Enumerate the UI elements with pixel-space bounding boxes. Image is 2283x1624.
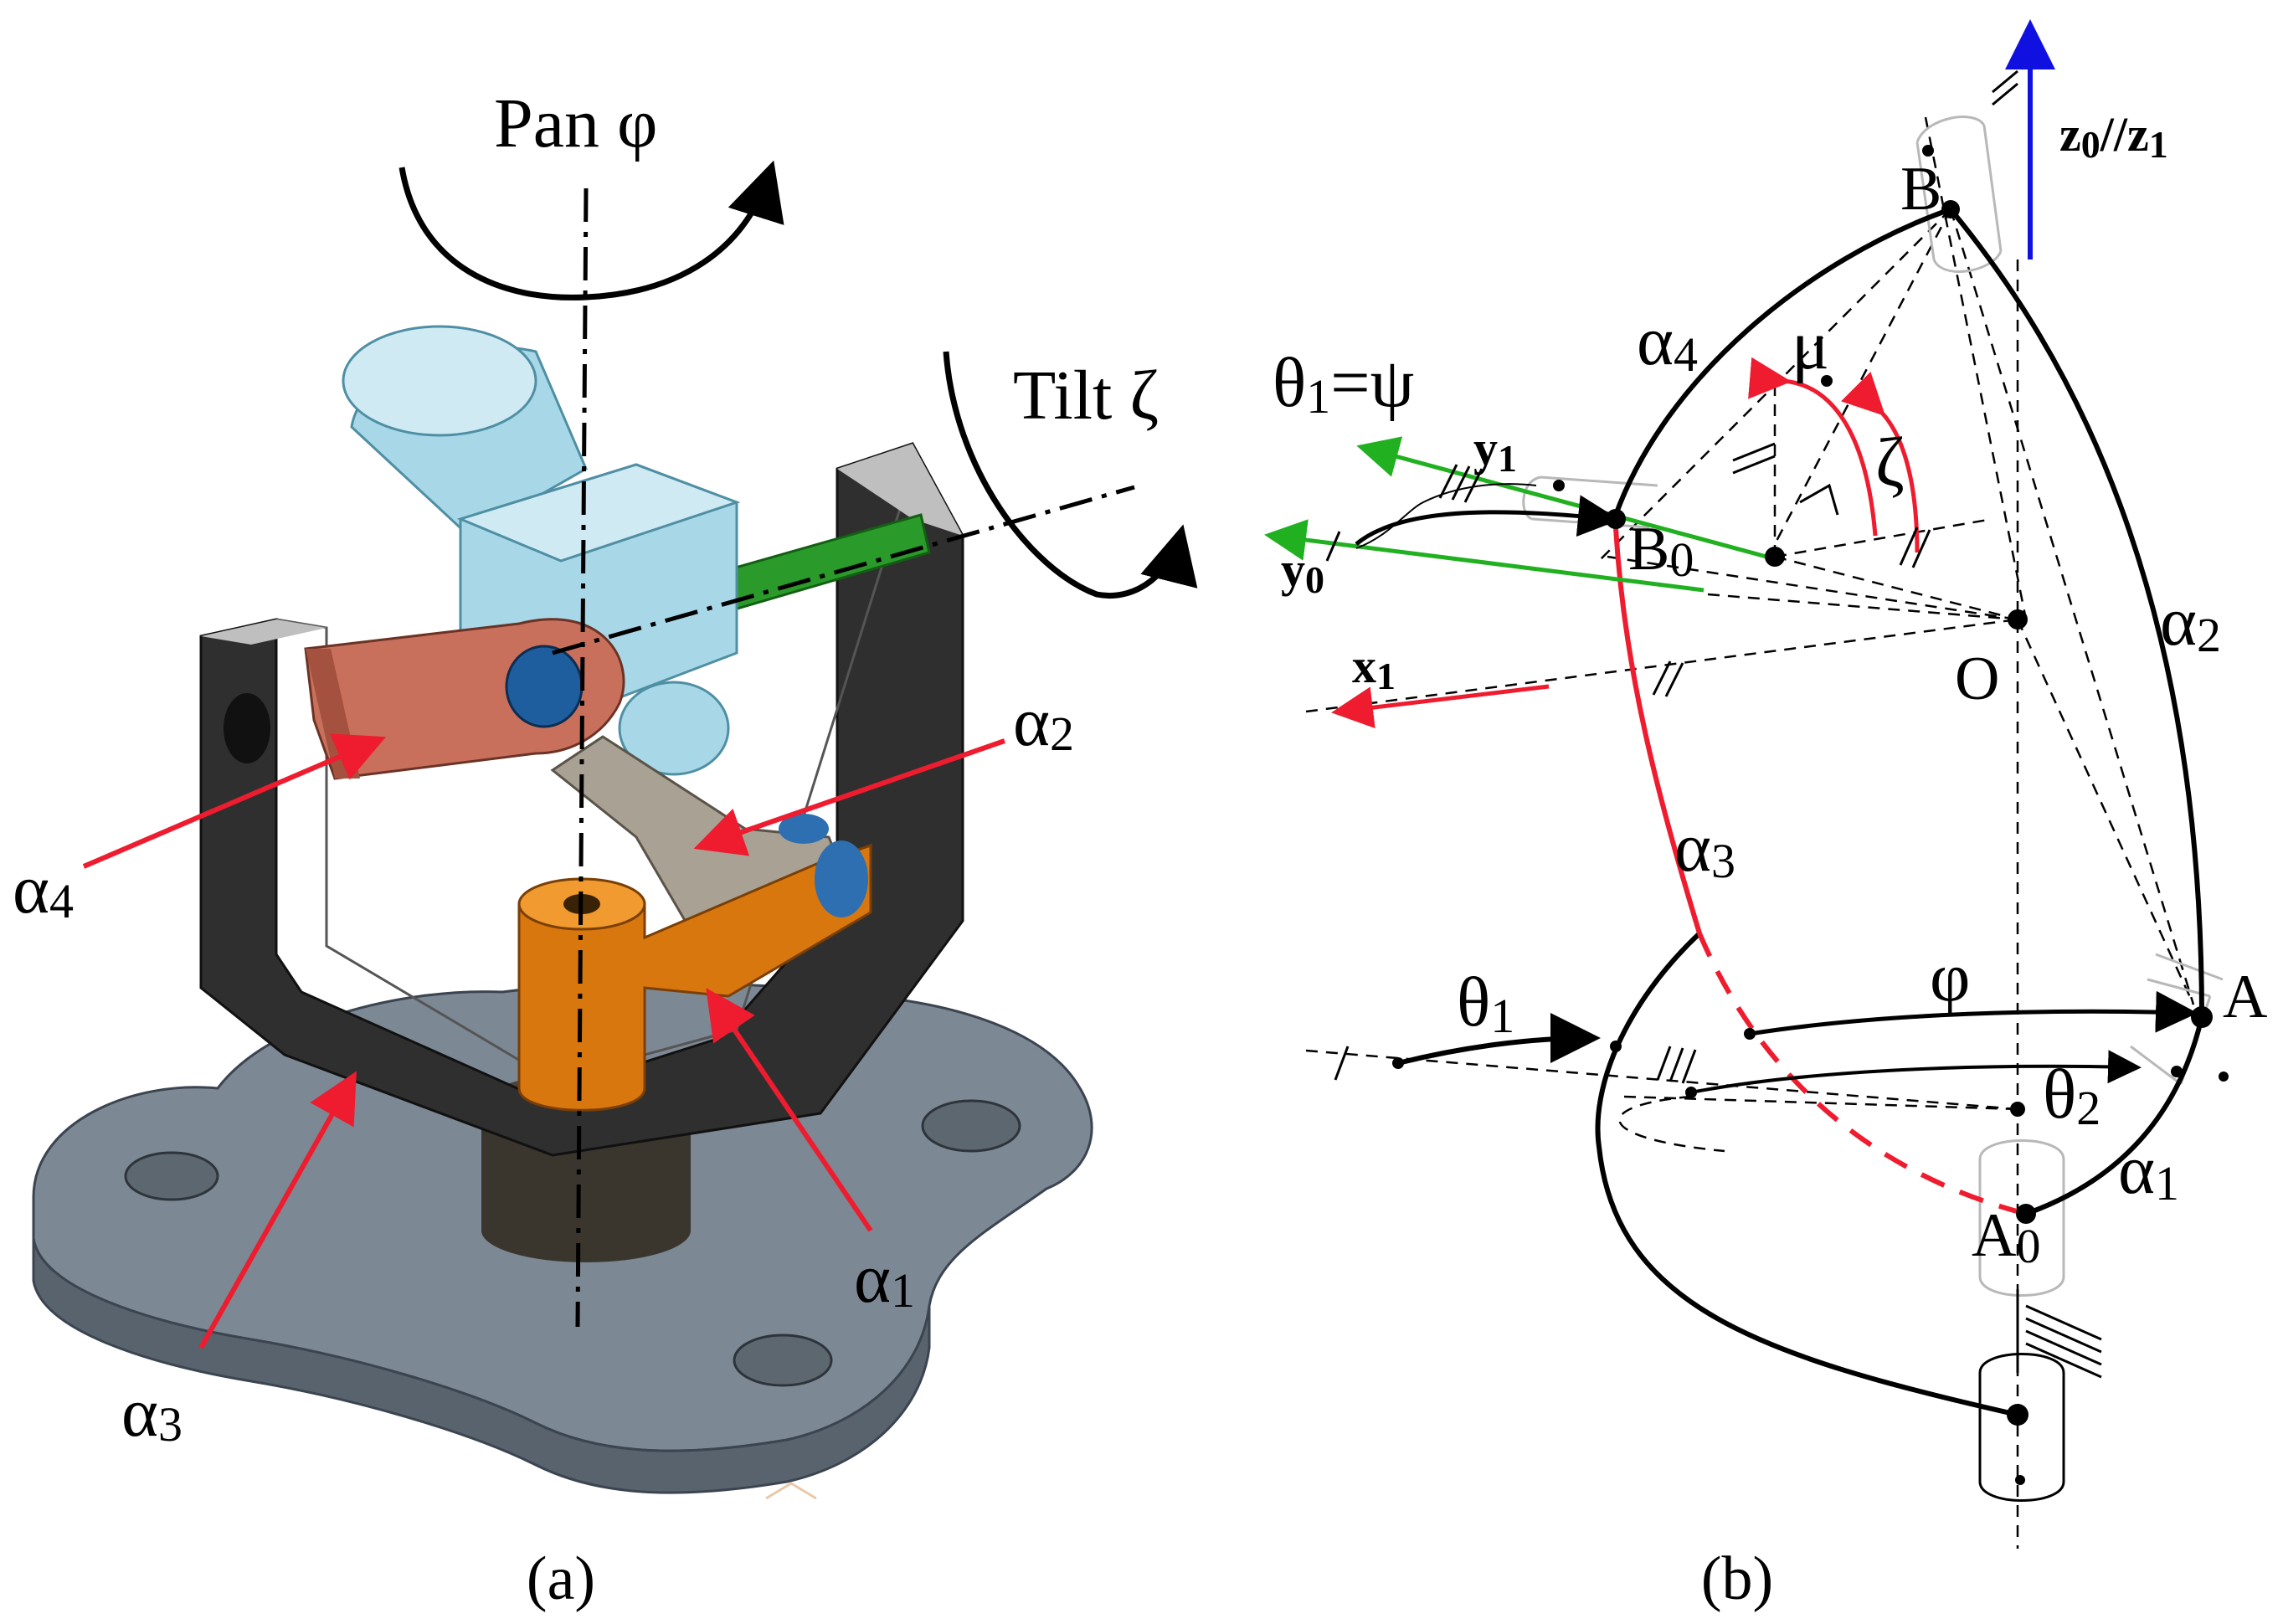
construction-lines [1305, 116, 2195, 1549]
label-O: O [1955, 645, 1999, 713]
mount-hole-left [124, 1151, 219, 1201]
frame-pivot-hole [224, 693, 270, 763]
tilt-label: Tilt ζ [1013, 357, 1159, 434]
label-B: B [1900, 155, 1941, 224]
phi-arc [1749, 990, 2198, 1036]
label-A0: A0 [1972, 1201, 2040, 1273]
base-joint [1978, 1289, 2102, 1502]
mu-arc [1748, 357, 1878, 537]
pointer-alpha4 [82, 733, 387, 869]
camera-lens-knob [618, 681, 730, 776]
pan-label: Pan φ [494, 85, 657, 162]
label-y1: y1 [1473, 421, 1517, 480]
label-alpha1: α1 [2118, 1131, 2179, 1210]
label-alpha2: α2 [2160, 583, 2221, 662]
caption-a: (a) [527, 1544, 595, 1613]
label-theta2: θ2 [2043, 1056, 2100, 1135]
panel-b: z0//z1 B α4 μ ζ θ1=ψ y1 y0 B0 x1 O α2 α3… [1264, 19, 2267, 1613]
arc-alpha3-lower [1595, 931, 2018, 1417]
frame-right-cap [837, 444, 963, 536]
alpha1-bearing [815, 840, 868, 917]
pan-rotation-arrow [398, 160, 784, 301]
label-alpha4: α4 [1637, 302, 1698, 382]
theta2-arc [1690, 1050, 2142, 1094]
pointer-alpha1 [706, 988, 873, 1232]
theta1-arc [1397, 1013, 1601, 1066]
label-x1: x1 [1352, 639, 1396, 697]
label-alpha3: α3 [121, 1374, 183, 1452]
alpha4-pivot [505, 645, 584, 728]
parallel-ticks [1325, 69, 2018, 1084]
point-base [2007, 1404, 2028, 1426]
label-A: A [2223, 963, 2267, 1031]
tilt-rotation-arrow [943, 351, 1198, 599]
label-theta1-psi: θ1=ψ [1273, 344, 1414, 424]
point-O [2008, 609, 2028, 630]
alpha2-bearing [779, 814, 829, 844]
label-mu: μ [1792, 306, 1829, 384]
joint-points [1392, 145, 2229, 1485]
pan-axis-line [575, 188, 589, 1328]
joint-cylinders [1522, 116, 2224, 1297]
label-alpha4: α4 [13, 851, 74, 928]
theta1-psi-arc [1355, 495, 1620, 546]
label-alpha1: α1 [854, 1240, 915, 1318]
label-zeta: ζ [1875, 424, 1905, 501]
mount-hole-front [733, 1334, 833, 1387]
arc-alpha4 [1613, 207, 1951, 516]
pointer-alpha3 [198, 1071, 357, 1349]
point-A0 [2016, 1204, 2036, 1224]
tilt-axis-line [552, 485, 1135, 655]
arc-alpha3-upper [1613, 527, 1702, 934]
pointer-alpha2 [693, 738, 1005, 856]
point-A [2191, 1006, 2213, 1028]
label-alpha2: α2 [1013, 683, 1074, 761]
link-alpha1 [517, 840, 872, 1112]
label-z-axis: z0//z1 [2059, 107, 2168, 166]
arc-alpha2 [1948, 208, 2204, 1018]
point-B [1941, 200, 1960, 218]
label-theta1: θ1 [1457, 964, 1514, 1043]
arc-alpha1 [2024, 1016, 2204, 1216]
caption-b: (b) [1701, 1544, 1773, 1613]
y0-axis-arrow [1264, 519, 1705, 593]
link-arcs [1595, 207, 2204, 1417]
label-y0: y0 [1281, 542, 1324, 601]
x1-axis-arrow [1331, 684, 1550, 729]
y1-axis-arrow [1356, 436, 1767, 559]
panel-a: Pan φ Tilt ζ α2 α4 α1 α3 (a) [13, 85, 1198, 1613]
arc-alpha3-dashed [1697, 932, 2027, 1216]
point-B0 [1606, 509, 1626, 529]
frame-left-cap [201, 619, 327, 645]
mount-hole-right [921, 1099, 1021, 1153]
label-phi: φ [1930, 938, 1970, 1016]
label-alpha3: α3 [1674, 809, 1735, 888]
label-B0: B0 [1628, 515, 1694, 587]
base-corner-mark [765, 1482, 817, 1500]
point-mu [1765, 547, 1785, 567]
